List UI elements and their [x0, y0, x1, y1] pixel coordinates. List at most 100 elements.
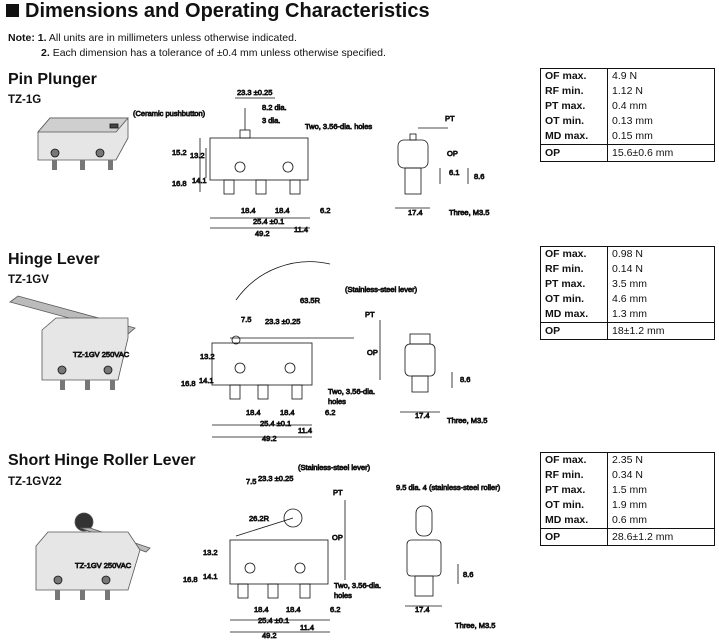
pin-plunger-front-view: [199, 97, 310, 229]
dim-17-4: 17.4: [415, 605, 430, 614]
spec-value: 0.14 N: [612, 263, 643, 275]
spec-row: RF min. 1.12 N: [540, 84, 715, 99]
note-2-text: Each dimension has a tolerance of ±0.4 m…: [52, 47, 386, 59]
spec-key: OP: [540, 144, 608, 162]
roller-lever-photo: TZ-1GV 250VAC: [35, 512, 151, 600]
dim-25-4: 25.4 ±0.1: [253, 217, 284, 226]
spec-row: PT max.1.5 mm: [540, 483, 715, 498]
dim-49-2: 49.2: [262, 434, 277, 443]
note-2: 2. Each dimension has a tolerance of ±0.…: [41, 47, 386, 59]
label-roller: 9.5 dia. 4 (stainless-steel roller): [396, 483, 501, 492]
dim-16-8: 16.8: [183, 575, 198, 584]
spec-key: PT max.: [540, 277, 608, 292]
label-lever: (Stainless-steel lever): [345, 285, 418, 294]
label-ceramic: (Ceramic pushbutton): [133, 109, 206, 118]
spec-value: 0.15 mm: [612, 130, 653, 142]
note-1-text: All units are in millimeters unless othe…: [48, 32, 297, 44]
dim-18-4-b: 18.4: [286, 605, 301, 614]
dim-18-4-b: 18.4: [275, 206, 290, 215]
label-holes-2: holes: [334, 591, 352, 600]
note-1: Note: 1. All units are in millimeters un…: [8, 32, 297, 44]
dim-23-3: 23.3 ±0.25: [258, 474, 293, 483]
dim-16-8: 16.8: [172, 179, 187, 188]
roller-lever-side-view: [405, 505, 459, 607]
heading-text: Dimensions and Operating Characteristics: [25, 0, 430, 22]
note-1-number: 1.: [37, 32, 47, 44]
label-holes-2: holes: [328, 397, 346, 406]
spec-value: 3.5 mm: [612, 278, 648, 290]
hinge-lever-side-view: [400, 333, 453, 413]
section-title-short-hinge-roller-lever: Short Hinge Roller Lever: [8, 452, 196, 469]
spec-key: MD max.: [540, 129, 608, 145]
label-lever: (Stainless-steel lever): [298, 463, 371, 472]
spec-value: 1.12 N: [612, 85, 643, 97]
spec-row: OT min.0.13 mm: [540, 114, 715, 129]
dim-8-2: 8.2 dia.: [262, 103, 287, 112]
label-three-m35: Three, M3.5: [447, 416, 487, 425]
dim-op: OP: [447, 149, 458, 158]
spec-key: OF max.: [540, 452, 608, 468]
pin-plunger-photo: [37, 117, 129, 170]
dim-14-1: 14.1: [192, 176, 207, 185]
dim-pt: PT: [333, 488, 343, 497]
spec-value: 0.6 mm: [612, 514, 648, 526]
label-three-m35: Three, M3.5: [449, 208, 489, 217]
spec-key: OT min.: [540, 114, 608, 129]
spec-key: OF max.: [540, 68, 608, 84]
spec-value: 4.6 mm: [612, 293, 648, 305]
dim-11-4: 11.4: [294, 225, 308, 234]
spec-table-hinge-lever: OF max.0.98 N RF min.0.14 N PT max.3.5 m…: [540, 246, 715, 340]
spec-row: OF max. 4.9 N: [540, 68, 715, 84]
dim-7-5: 7.5: [246, 477, 256, 486]
spec-key: MD max.: [540, 513, 608, 529]
roller-lever-front-view: [229, 500, 346, 633]
dim-13-2: 13.2: [190, 151, 205, 160]
note-2-number: 2.: [41, 47, 50, 59]
spec-row: PT max. 3.5 mm: [540, 277, 715, 292]
section-title-hinge-lever: Hinge Lever: [8, 251, 100, 268]
dim-15-2: 15.2: [172, 148, 187, 157]
photo-marking-text: TZ-1GV 250VAC: [75, 561, 132, 570]
dim-op: OP: [367, 348, 378, 357]
dim-18-4-a: 18.4: [241, 206, 256, 215]
label-three-m35: Three, M3.5: [455, 621, 495, 630]
spec-value: 1.5 mm: [612, 484, 648, 496]
dim-pt: PT: [365, 310, 375, 319]
dim-7-5: 7.5: [241, 315, 251, 324]
label-holes-1: Two, 3.56-dia.: [334, 581, 381, 590]
spec-value: 0.98 N: [612, 248, 643, 260]
dim-11-4: 11.4: [300, 623, 314, 632]
section-model-hinge-lever: TZ-1GV: [8, 274, 49, 286]
spec-row: OF max.2.35 N: [540, 452, 715, 468]
spec-value: 0.4 mm: [612, 100, 648, 112]
spec-row: MD max. 0.6 mm: [540, 513, 715, 529]
spec-key: OT min.: [540, 498, 608, 513]
dim-18-4-b: 18.4: [280, 408, 295, 417]
dim-13-2: 13.2: [203, 548, 218, 557]
spec-value: 15.6±0.6 mm: [607, 144, 715, 162]
spec-row: OF max.0.98 N: [540, 246, 715, 262]
dim-8-6: 8.6: [460, 375, 470, 384]
dim-8-6: 8.6: [463, 570, 473, 579]
spec-key: RF min.: [540, 84, 608, 99]
page-heading: Dimensions and Operating Characteristics: [6, 0, 430, 23]
dim-3: 3 dia.: [262, 116, 280, 125]
spec-key: OP: [540, 322, 608, 340]
dim-6-2: 6.2: [320, 206, 330, 215]
spec-key: RF min.: [540, 468, 608, 483]
dim-pt: PT: [445, 114, 455, 123]
hinge-lever-photo: TZ-1GV 250VAC: [9, 295, 136, 390]
spec-row: MD max.1.3 mm: [540, 307, 715, 323]
spec-key: OP: [540, 528, 608, 546]
heading-square-icon: [6, 4, 19, 17]
dim-11-4: 11.4: [298, 426, 312, 435]
note-prefix: Note:: [8, 32, 35, 44]
spec-value: 4.9 N: [612, 70, 638, 82]
spec-key: PT max.: [540, 99, 608, 114]
spec-key: MD max.: [540, 307, 608, 323]
section-model-short-hinge-roller-lever: TZ-1GV22: [8, 476, 62, 488]
spec-value: 18±1.2 mm: [607, 322, 715, 340]
dim-6-2: 6.2: [325, 408, 335, 417]
